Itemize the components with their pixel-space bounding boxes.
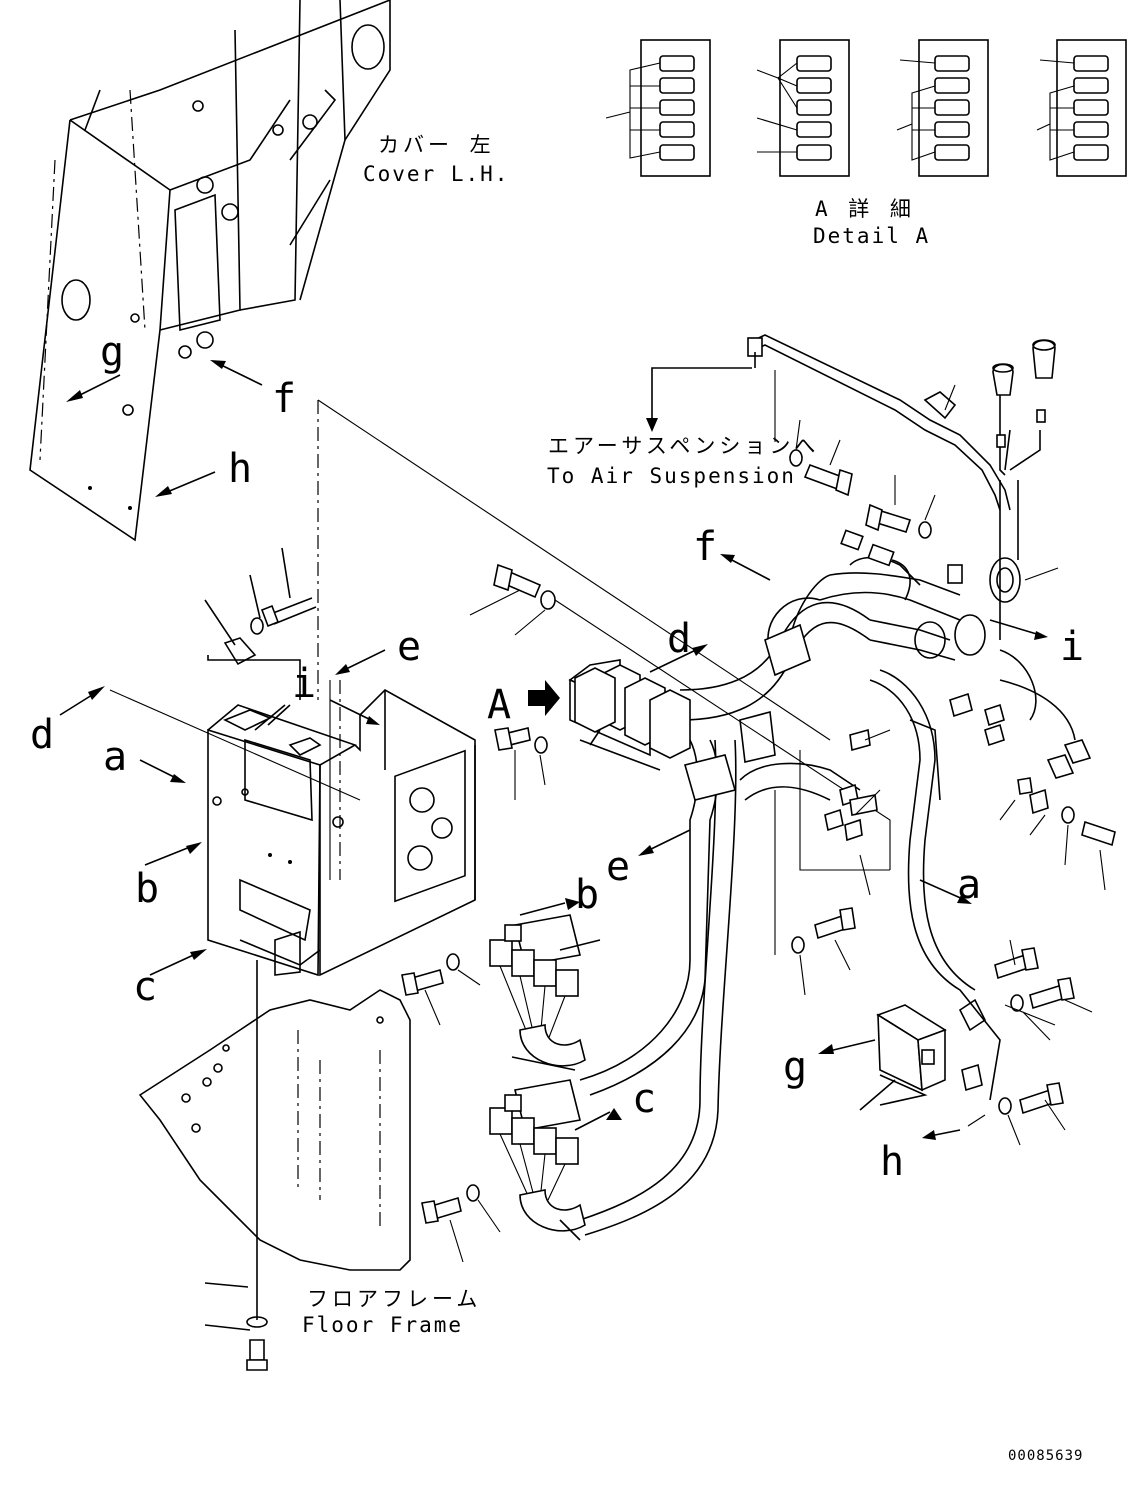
cover-label-jp: カバー 左 [378,133,495,157]
callout-i-harness: i [1060,624,1084,670]
air-suspension-harness [646,334,1059,640]
callout-a-harness: a [957,862,981,908]
callout-a-box: a [103,734,127,780]
bracket-bolts [204,547,317,700]
callout-f-cover: f [272,376,296,422]
callout-i-box: i [292,661,316,707]
cover-label-en: Cover L.H. [363,162,509,186]
relay-group-b [489,898,601,1071]
detail-a-label-jp: A 詳 細 [815,197,915,221]
relay-block-a [528,659,691,771]
relay-bracket-box [207,400,476,977]
callout-b-box: b [135,866,159,912]
air-suspension-label-jp: エアーサスペンションへ [548,434,819,458]
floor-frame-label-en: Floor Frame [302,1313,463,1337]
callout-g-cover: g [100,329,124,375]
callout-b-relay: b [575,872,599,918]
relay-group-c [489,1079,622,1241]
main-harness [579,556,1001,1236]
drawing-number: 00085639 [1008,1448,1083,1464]
air-suspension-label-en: To Air Suspension [547,464,796,488]
detail-a-relay-layouts [605,39,1127,177]
box-callouts [59,649,386,976]
callout-e-box: e [397,624,421,670]
callout-g-component: g [783,1044,807,1090]
callout-c-relay: c [632,1076,656,1122]
floor-frame-label-jp: フロアフレーム [307,1287,481,1311]
callout-h-component: h [880,1139,904,1185]
cover-callouts [66,360,263,497]
callout-f-harness: f [693,524,717,570]
fasteners [401,419,1116,1263]
callout-h-cover: h [228,446,252,492]
callout-c-box: c [133,964,157,1010]
callout-d-box: d [30,712,54,758]
detail-a-label-en: Detail A [813,224,930,248]
harness-callouts [638,554,1048,904]
callout-A-relay-block: A [487,682,511,728]
floor-frame [138,960,411,1371]
cover-lh-panel [29,0,391,542]
component-box-g [818,998,987,1140]
reference-lines [109,399,891,955]
callout-e-harness: e [606,844,630,890]
callout-d-harness: d [667,616,691,662]
